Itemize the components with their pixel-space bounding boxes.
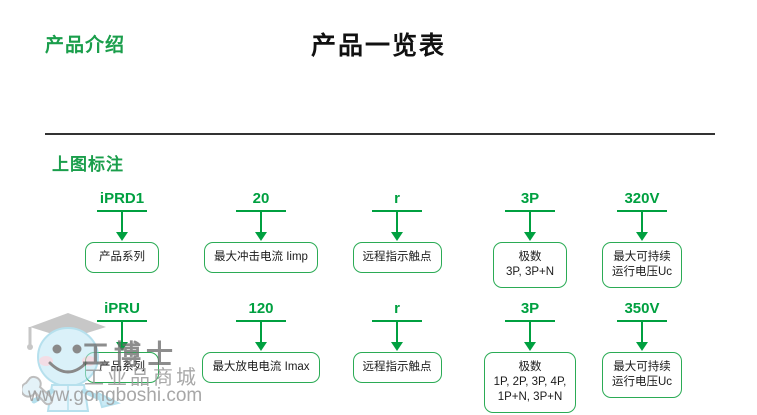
legend-box-line: 最大可持续 — [613, 251, 671, 263]
iPRD1-series-legend: iPRD1 产品系列 20 最大冲击电流 Iimp r 远程指示触点 3P 极数 3P, 3P+… — [0, 190, 757, 295]
legend-box-line: 最大可持续 — [613, 361, 671, 373]
legend-arrow-connector — [502, 320, 558, 352]
legend-arrow-connector — [233, 210, 289, 242]
arrow-down-icon — [116, 232, 128, 241]
legend-code-label: r — [394, 190, 400, 207]
legend-description-box: 产品系列 — [85, 242, 159, 273]
connector-stem — [641, 210, 643, 234]
legend-column: iPRD1 产品系列 — [47, 190, 197, 273]
legend-column: 3P 极数 1P, 2P, 3P, 4P, 1P+N, 3P+N — [455, 300, 605, 413]
legend-box-line: 最大放电电流 Imax — [212, 361, 310, 373]
legend-column: 20 最大冲击电流 Iimp — [186, 190, 336, 273]
connector-stem — [396, 320, 398, 344]
legend-code-label: 3P — [520, 300, 540, 317]
legend-column: 320V 最大可持续运行电压Uc — [567, 190, 717, 288]
legend-description-box: 远程指示触点 — [352, 242, 442, 273]
arrow-down-icon — [524, 342, 536, 351]
legend-box-line: 远程指示触点 — [362, 361, 432, 373]
legend-description-box: 极数 1P, 2P, 3P, 4P, 1P+N, 3P+N — [483, 352, 577, 413]
legend-box-line: 产品系列 — [99, 361, 145, 373]
arrow-down-icon — [636, 232, 648, 241]
legend-box-line: 3P, 3P+N — [505, 266, 555, 278]
page-eyebrow: 产品介绍 — [45, 35, 126, 56]
connector-stem — [529, 210, 531, 234]
header-divider — [45, 133, 715, 135]
connector-stem — [260, 210, 262, 234]
arrow-down-icon — [636, 342, 648, 351]
legend-column: iPRU 产品系列 — [47, 300, 197, 383]
legend-box-line: 运行电压Uc — [611, 376, 673, 388]
legend-box-line: 1P+N, 3P+N — [497, 391, 563, 403]
legend-arrow-connector — [94, 320, 150, 352]
legend-description-box: 最大放电电流 Imax — [202, 352, 320, 383]
arrow-down-icon — [391, 232, 403, 241]
connector-stem — [641, 320, 643, 344]
connector-stem — [121, 210, 123, 234]
legend-description-box: 远程指示触点 — [352, 352, 442, 383]
legend-column: 3P 极数 3P, 3P+N — [455, 190, 605, 288]
arrow-down-icon — [255, 342, 267, 351]
legend-code-label: 350V — [624, 300, 660, 317]
iPRU-series-legend: iPRU 产品系列 120 最大放电电流 Imax r 远程指示触点 3P 极数 1P, 2P,… — [0, 300, 757, 413]
legend-description-box: 最大可持续运行电压Uc — [601, 352, 683, 398]
legend-column: r 远程指示触点 — [322, 300, 472, 383]
connector-stem — [529, 320, 531, 344]
legend-column: r 远程指示触点 — [322, 190, 472, 273]
legend-description-box: 最大冲击电流 Iimp — [204, 242, 318, 273]
legend-arrow-connector — [369, 210, 425, 242]
legend-code-label: 120 — [248, 300, 274, 317]
arrow-down-icon — [116, 342, 128, 351]
legend-arrow-connector — [94, 210, 150, 242]
arrow-down-icon — [524, 232, 536, 241]
legend-arrow-connector — [614, 210, 670, 242]
legend-code-label: r — [394, 300, 400, 317]
page-title: 产品一览表 — [310, 32, 446, 60]
legend-box-line: 运行电压Uc — [611, 266, 673, 278]
legend-arrow-connector — [233, 320, 289, 352]
arrow-down-icon — [255, 232, 267, 241]
legend-arrow-connector — [502, 210, 558, 242]
legend-code-label: 320V — [624, 190, 660, 207]
arrow-down-icon — [391, 342, 403, 351]
legend-code-label: iPRD1 — [99, 190, 145, 207]
legend-description-box: 最大可持续运行电压Uc — [601, 242, 683, 288]
legend-description-box: 产品系列 — [85, 352, 159, 383]
legend-arrow-connector — [614, 320, 670, 352]
legend-box-line: 最大冲击电流 Iimp — [214, 251, 308, 263]
page-header: 产品介绍 产品一览表 — [0, 0, 757, 120]
legend-box-line: 1P, 2P, 3P, 4P, — [493, 376, 567, 388]
legend-box-line: 极数 — [518, 361, 542, 373]
legend-code-label: 3P — [520, 190, 540, 207]
legend-arrow-connector — [369, 320, 425, 352]
legend-code-label: 20 — [252, 190, 270, 207]
legend-column: 350V 最大可持续运行电压Uc — [567, 300, 717, 398]
connector-stem — [121, 320, 123, 344]
legend-box-line: 产品系列 — [99, 251, 145, 263]
legend-box-line: 远程指示触点 — [362, 251, 432, 263]
connector-stem — [260, 320, 262, 344]
connector-stem — [396, 210, 398, 234]
legend-description-box: 极数 3P, 3P+N — [493, 242, 567, 288]
legend-box-line: 极数 — [518, 251, 542, 263]
section-heading: 上图标注 — [52, 155, 124, 174]
legend-column: 120 最大放电电流 Imax — [186, 300, 336, 383]
legend-code-label: iPRU — [104, 300, 140, 317]
